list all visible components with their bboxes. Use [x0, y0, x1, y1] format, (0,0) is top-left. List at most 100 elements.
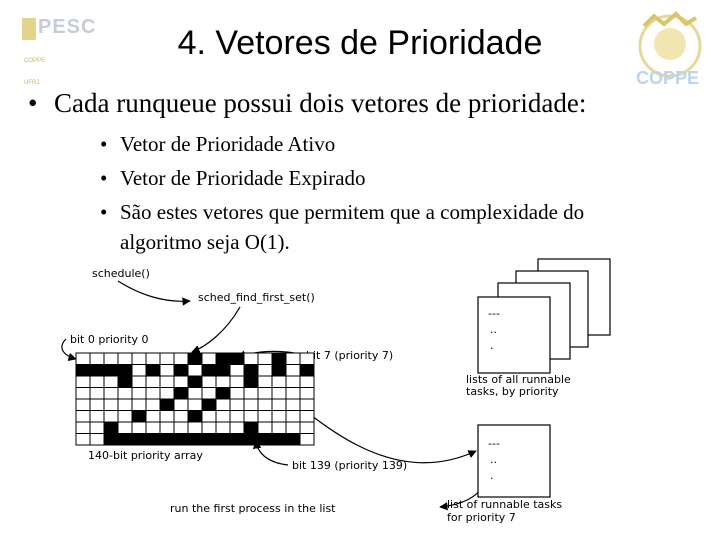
bitmap-cell: [215, 421, 231, 434]
bitmap-cell: [159, 352, 175, 365]
bitmap-cell: [243, 387, 259, 400]
bitmap-cell: [145, 387, 161, 400]
bitmap-cell: [89, 387, 105, 400]
bitmap-cell: [215, 364, 231, 377]
main-bullet: •Cada runqueue possui dois vetores de pr…: [28, 88, 587, 118]
bitmap-cell: [89, 364, 105, 377]
bitmap-cell: [131, 398, 147, 411]
bitmap-cell: [75, 375, 91, 388]
bitmap-cell: [145, 433, 161, 446]
bitmap-cell: [117, 410, 133, 423]
bitmap-cell: [271, 352, 287, 365]
bitmap-cell: [271, 398, 287, 411]
bitmap-cell: [103, 375, 119, 388]
sub-bullet-text: Vetor de Prioridade Ativo: [120, 132, 336, 156]
bitmap-cell: [271, 433, 287, 446]
bitmap-cell: [271, 387, 287, 400]
find-first-set-arrow: [191, 306, 241, 354]
bitmap-cell: [131, 410, 147, 423]
bitmap-cell: [187, 421, 203, 434]
bitmap-cell: [75, 387, 91, 400]
bitmap-cell: [285, 352, 301, 365]
bitmap-cell: [299, 387, 315, 400]
bitmap-cell: [285, 433, 301, 446]
priority7-task-list-card: [477, 424, 551, 498]
bitmap-cell: [103, 433, 119, 446]
coppe-logo: COPPE: [636, 11, 702, 88]
bitmap-cell: [173, 364, 189, 377]
bitmap-cell: [299, 433, 315, 446]
bitmap-cell: [117, 364, 133, 377]
bitmap-cell: [299, 364, 315, 377]
schedule-arrow: [117, 280, 191, 306]
bitmap-cell: [215, 387, 231, 400]
bitmap-cell: [243, 421, 259, 434]
sub-bullet-text: São estes vetores que permitem que a com…: [120, 200, 585, 224]
bitmap-cell: [285, 410, 301, 423]
bitmap-cell: [257, 410, 273, 423]
bitmap-cell: [117, 433, 133, 446]
bitmap-cell: [271, 375, 287, 388]
bitmap-cell: [243, 433, 259, 446]
bitmap-cell: [159, 387, 175, 400]
bit139-label: bit 139 (priority 139): [292, 459, 407, 472]
bitmap-cell: [285, 421, 301, 434]
bitmap-cell: [131, 364, 147, 377]
bitmap-cell: [229, 387, 245, 400]
bitmap-cell: [299, 421, 315, 434]
bitmap-cell: [201, 421, 217, 434]
bitmap-cell: [201, 352, 217, 365]
bitmap-cell: [229, 352, 245, 365]
bitmap-cell: [173, 421, 189, 434]
bitmap-cell: [243, 375, 259, 388]
bitmap-cell: [243, 352, 259, 365]
pesc-logo-mark: [22, 18, 36, 40]
bitmap-cell: [257, 433, 273, 446]
bitmap-cell: [103, 398, 119, 411]
bitmap-cell: [201, 433, 217, 446]
lists-all-label-2: tasks, by priority: [466, 385, 559, 398]
lists-all-label-1: lists of all runnable: [466, 373, 571, 386]
bitmap-cell: [145, 410, 161, 423]
bitmap-cell: [117, 421, 133, 434]
bitmap-cell: [257, 375, 273, 388]
bitmap-cell: [215, 410, 231, 423]
bitmap-cell: [187, 398, 203, 411]
bitmap-cell: [257, 364, 273, 377]
bitmap-cell: [299, 410, 315, 423]
bitmap-cell: [215, 352, 231, 365]
bit7-label: bit 7 (priority 7): [306, 349, 393, 362]
ellipsis-dots: .: [490, 339, 494, 352]
schedule-label: schedule(): [92, 267, 150, 280]
bitmap-cell: [173, 387, 189, 400]
run-first-label: run the first process in the list: [170, 502, 336, 515]
bitmap-cell: [229, 433, 245, 446]
sub-bullet-text: Vetor de Prioridade Expirado: [120, 166, 366, 190]
bitmap-cell: [215, 375, 231, 388]
bitmap-cell: [145, 375, 161, 388]
bitmap-cell: [131, 352, 147, 365]
ellipsis-dots: ---: [488, 437, 500, 450]
bitmap-cell: [173, 433, 189, 446]
bitmap-cell: [159, 398, 175, 411]
bitmap-cell: [285, 364, 301, 377]
bitmap-cell: [187, 375, 203, 388]
bitmap-cell: [243, 364, 259, 377]
bitmap-cell: [159, 375, 175, 388]
bitmap-cell: [271, 410, 287, 423]
bitmap-cell: [173, 352, 189, 365]
array-label: 140-bit priority array: [88, 449, 203, 462]
sub-bullet-text: algoritmo seja O(1).: [120, 230, 290, 254]
bitmap-cell: [103, 352, 119, 365]
bitmap-cell: [271, 421, 287, 434]
pesc-logo-line2: UFRJ: [24, 80, 40, 86]
list-p7-label-2: for priority 7: [447, 511, 516, 524]
list-p7-label-1: list of runnable tasks: [447, 498, 562, 511]
bitmap-cell: [257, 387, 273, 400]
slide-title: 4. Vetores de Prioridade: [177, 24, 543, 62]
bitmap-cell: [103, 364, 119, 377]
bitmap-cell: [173, 375, 189, 388]
bitmap-cell: [187, 364, 203, 377]
main-bullet-text: Cada runqueue possui dois vetores de pri…: [54, 88, 587, 118]
pesc-logo-text: PESC: [38, 16, 97, 38]
